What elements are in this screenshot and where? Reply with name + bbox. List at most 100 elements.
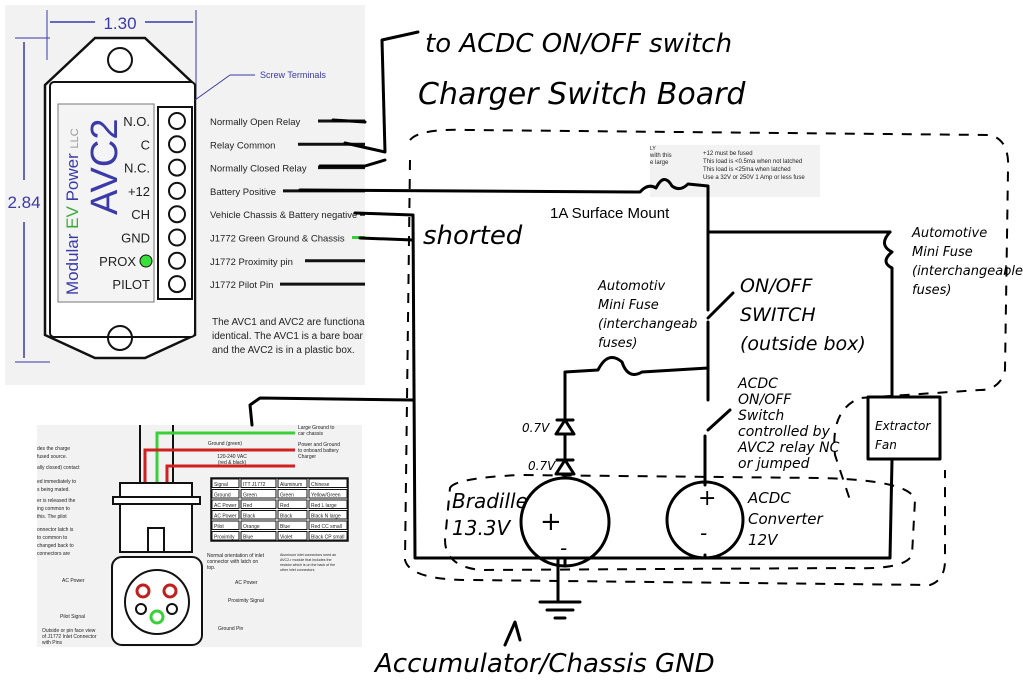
j1772-note-line: des the charge <box>37 446 70 452</box>
face-view-note: Outside or pin face view <box>42 628 96 634</box>
onoff-switch-note: (outside box) <box>740 333 866 355</box>
pin-description: J1772 Proximity pin <box>210 257 293 268</box>
j1772-note-line: s being mated. <box>37 487 70 493</box>
j1772-note-line: er is released the <box>37 498 76 504</box>
prox-led-icon <box>139 254 153 268</box>
battery-label: Bradille <box>452 489 528 513</box>
pin-description: Normally Open Relay <box>210 117 301 128</box>
mount-hole-icon <box>107 325 133 351</box>
height-dimension: 2.84 <box>7 193 40 212</box>
extractor-fan-label: Fan <box>875 438 897 452</box>
battery-plus: + <box>540 507 562 537</box>
hand-drawn-wiring <box>248 30 1010 647</box>
j1772-note-line: connectors are <box>37 551 70 557</box>
table-cell <box>308 489 348 499</box>
table-cell <box>240 531 277 541</box>
converter-plus: + <box>698 486 716 511</box>
table-cell <box>308 520 348 530</box>
j1772-datasheet: des the charge fused source. ally closed) … <box>37 425 362 647</box>
screw-terminal-icon <box>168 181 186 200</box>
pin-description: Normally Closed Relay <box>210 164 307 175</box>
ground-loop-wire <box>353 211 894 560</box>
left-fuse-note: (interchangeab <box>598 317 697 332</box>
table-cell <box>211 510 240 520</box>
table-cell <box>277 510 308 520</box>
pin-label: GND <box>121 231 150 246</box>
acdc-switch-note: controlled by <box>738 424 831 440</box>
pin-label: N.O. <box>123 114 150 129</box>
table-cell <box>240 520 277 530</box>
j1772-note-line: changed back to <box>37 543 74 549</box>
width-dimension: 1.30 <box>103 14 136 33</box>
screw-terminal-icon <box>168 251 186 270</box>
aluminum-note: AVC2-r module that includes the <box>280 558 331 562</box>
model-text: AVC2 <box>84 119 126 215</box>
j1772-note-line: this. The pilot <box>37 514 67 520</box>
pin-description: Vehicle Chassis & Battery negative <box>210 210 357 221</box>
screw-terminal-icon <box>168 228 186 247</box>
orientation-note: Normal orientation of inlet <box>207 553 265 559</box>
pin-description: Battery Positive <box>210 187 276 198</box>
fuse-note-line: This load is <0.5ma when not latched <box>703 159 802 165</box>
table-cell-text: Orange <box>243 524 260 530</box>
converter-label: ACDC <box>747 489 791 507</box>
table-cell-text: Black N large <box>311 514 341 520</box>
pin-label: PILOT <box>112 277 150 292</box>
acdc-switch <box>703 408 732 487</box>
right-fuse-note: Mini Fuse <box>912 245 973 260</box>
table-cell <box>211 478 240 488</box>
left-fuse-note: Automotiv <box>597 279 666 294</box>
shorted-note: shorted <box>423 221 523 251</box>
onoff-switch-note: ON/OFF <box>740 275 813 297</box>
screw-terminal-icon <box>168 205 186 224</box>
j1772-note-line: ed immediately to <box>37 479 76 485</box>
table-cell <box>277 499 308 509</box>
screw-terminal-icon <box>168 135 186 154</box>
table-cell <box>308 499 348 509</box>
table-cell <box>240 489 277 499</box>
converter-minus: - <box>700 521 707 545</box>
table-cell-text: AC Power <box>214 514 237 520</box>
table-cell-text: Green <box>243 493 257 499</box>
right-fuse-note: (interchangeable <box>912 264 1023 279</box>
screw-terminal-icon <box>168 158 186 177</box>
avc-note-line: and the AVC2 is in a plastic box. <box>212 345 355 356</box>
fuse-note-line: +12 must be fused <box>703 151 753 157</box>
aluminum-note: other inlet connectors <box>280 568 315 572</box>
left-mini-fuse <box>563 320 710 422</box>
table-cell-text: Black <box>243 514 256 520</box>
j1772-note-line: fused source. <box>37 454 67 460</box>
pin-description: J1772 Pilot Pin <box>210 280 273 291</box>
diode-drop-label: 0.7V <box>528 459 556 473</box>
table-header: Aluminum <box>280 482 302 488</box>
pin-label: C <box>141 137 150 152</box>
brand-text: Modular EV Power LLC <box>63 128 82 295</box>
pin-label: N.C. <box>124 161 150 176</box>
pin-label: AC Power <box>235 580 258 586</box>
screw-terminal-icon <box>168 275 186 294</box>
pin-label: Proximity Signal <box>228 598 264 604</box>
right-mini-fuse <box>883 230 894 397</box>
table-header: Chinese <box>311 482 330 488</box>
table-cell <box>277 478 308 488</box>
table-cell-text: Ground <box>214 493 231 499</box>
pin-description: J1772 Green Ground & Chassis <box>210 234 345 245</box>
table-cell-text: Red CC small <box>311 524 342 530</box>
board-title: Charger Switch Board <box>418 77 746 112</box>
table-cell <box>240 510 277 520</box>
table-header: Signal <box>214 482 228 488</box>
diode-icon <box>554 418 576 480</box>
table-cell <box>308 478 348 488</box>
avc2-datasheet: 1.30 2.84 Modular EV Power LLC AVC2 N.O.… <box>5 5 365 385</box>
j1772-note-line: ally closed) contact <box>37 465 80 471</box>
j1772-note-line: ing common to <box>37 506 70 512</box>
battery-label: 13.3V <box>452 516 512 540</box>
mount-hole-icon <box>107 47 133 73</box>
converter-label: 12V <box>748 531 779 549</box>
ground-icon <box>538 553 707 620</box>
extractor-fan-label: Extractor <box>875 419 931 433</box>
table-cell-text: Green <box>280 493 294 499</box>
fuse-note-partial: with this <box>649 153 672 159</box>
